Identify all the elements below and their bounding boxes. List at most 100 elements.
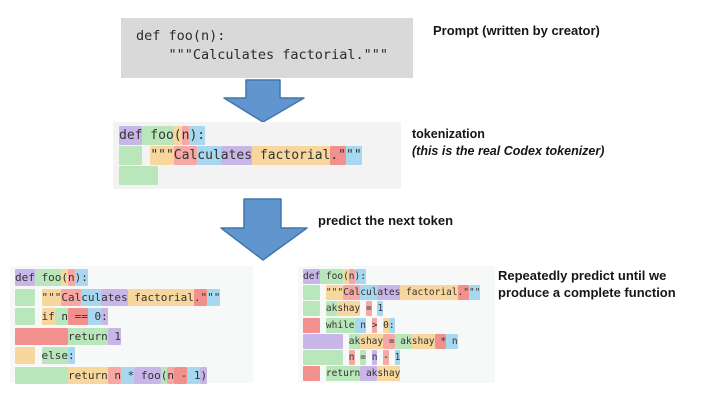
token bbox=[15, 347, 35, 364]
token: == bbox=[68, 308, 88, 325]
token: ak bbox=[348, 333, 361, 349]
token-gap bbox=[366, 318, 372, 333]
token: """ bbox=[41, 288, 62, 306]
token-gap bbox=[35, 289, 42, 306]
token-line: def foo(n): bbox=[15, 269, 253, 291]
token-line: return n * foo(n - 1) bbox=[15, 366, 253, 389]
token: factorial bbox=[127, 288, 194, 306]
token: * bbox=[434, 333, 447, 349]
token-gap bbox=[35, 347, 42, 364]
token-line: akshay = akshay * n bbox=[303, 333, 495, 352]
token: foo bbox=[134, 366, 161, 384]
token: n bbox=[54, 308, 68, 325]
completed-function-panel-left: def foo(n): """Calculates factorial.""" … bbox=[10, 266, 253, 384]
token: ." bbox=[193, 288, 208, 306]
token: ." bbox=[457, 285, 469, 301]
token bbox=[303, 333, 344, 349]
token: > bbox=[371, 317, 378, 333]
repeat-label: Repeatedly predict until we produce a co… bbox=[498, 268, 676, 300]
token: n bbox=[446, 333, 458, 349]
token bbox=[15, 308, 35, 325]
token: return bbox=[67, 366, 108, 384]
token: : bbox=[68, 347, 75, 364]
token bbox=[303, 317, 321, 333]
token: ( bbox=[160, 366, 168, 384]
prompt-label: Prompt (written by creator) bbox=[433, 23, 600, 38]
token: "" bbox=[346, 146, 362, 165]
token-line: def foo(n): bbox=[303, 269, 495, 287]
token: Cal bbox=[61, 288, 82, 306]
token: ak bbox=[360, 366, 378, 382]
token: 1 bbox=[107, 327, 121, 345]
token: foo bbox=[34, 269, 62, 286]
token: n bbox=[181, 126, 190, 145]
token: while bbox=[325, 317, 355, 333]
token: : bbox=[388, 317, 395, 333]
token: - bbox=[173, 366, 188, 384]
token: 0 bbox=[87, 308, 102, 325]
token: else bbox=[41, 347, 68, 364]
token: 1 bbox=[187, 366, 201, 384]
token bbox=[303, 285, 321, 301]
token: return bbox=[67, 327, 108, 345]
token: 1 bbox=[394, 349, 401, 365]
token: "" bbox=[468, 285, 481, 301]
token bbox=[15, 288, 35, 306]
token: cul bbox=[360, 285, 378, 301]
token-line: return 1 bbox=[15, 327, 253, 350]
token: cul bbox=[197, 146, 221, 165]
token: ates bbox=[377, 285, 401, 301]
token-line: def foo(n): bbox=[119, 126, 401, 148]
token: ( bbox=[173, 126, 182, 145]
token-gap bbox=[366, 350, 372, 365]
token: def bbox=[303, 269, 321, 284]
token: """ bbox=[325, 285, 344, 301]
token bbox=[119, 166, 159, 185]
token: : bbox=[101, 308, 108, 325]
token: n bbox=[348, 269, 355, 284]
token: if bbox=[41, 308, 55, 325]
predict-label: predict the next token bbox=[318, 213, 454, 228]
token: Cal bbox=[173, 146, 198, 165]
token-line bbox=[119, 166, 401, 188]
token: cul bbox=[81, 288, 102, 306]
token: = bbox=[360, 349, 366, 365]
token bbox=[303, 366, 321, 382]
tokenized-prompt-panel: def foo(n): """Calculates factorial.""" bbox=[113, 122, 401, 189]
token: n bbox=[354, 317, 366, 333]
token: = bbox=[365, 301, 372, 317]
token-gap bbox=[389, 350, 395, 365]
token-line: return akshay bbox=[303, 366, 495, 384]
token: ): bbox=[189, 126, 206, 145]
token: """ bbox=[150, 146, 174, 165]
prompt-code-line: """Calculates factorial.""" bbox=[136, 47, 388, 63]
prompt-code-box: def foo(n): """Calculates factorial.""" bbox=[121, 18, 413, 78]
token: ak bbox=[325, 301, 338, 317]
token: n bbox=[348, 349, 355, 365]
token: def bbox=[15, 269, 35, 286]
token-line: if n == 0: bbox=[15, 308, 253, 330]
token-line: """Calculates factorial.""" bbox=[119, 146, 401, 168]
token-gap bbox=[35, 308, 42, 325]
token: ates bbox=[220, 146, 253, 165]
token bbox=[15, 327, 68, 345]
token: * bbox=[120, 366, 135, 384]
tokenization-subtitle: (this is the real Codex tokenizer) bbox=[412, 144, 605, 158]
token: n bbox=[68, 269, 75, 286]
token: "" bbox=[207, 288, 221, 306]
tokenization-title: tokenization bbox=[412, 127, 485, 141]
tokenization-label: tokenization (this is the real Codex tok… bbox=[412, 126, 604, 160]
token: return bbox=[325, 366, 361, 382]
token: n bbox=[167, 366, 174, 384]
token: n bbox=[107, 366, 121, 384]
token: factorial bbox=[400, 285, 458, 301]
token-line: while n > 0: bbox=[303, 317, 495, 336]
token: ates bbox=[101, 288, 128, 306]
token-line: akshay = 1 bbox=[303, 301, 495, 319]
token: Cal bbox=[343, 285, 361, 301]
completed-function-panel-right: def foo(n): """Calculates factorial.""" … bbox=[298, 266, 495, 383]
token-line: """Calculates factorial.""" bbox=[15, 288, 253, 311]
down-arrow-icon bbox=[222, 79, 306, 123]
token: shay bbox=[360, 333, 384, 349]
token: ): bbox=[354, 269, 366, 284]
